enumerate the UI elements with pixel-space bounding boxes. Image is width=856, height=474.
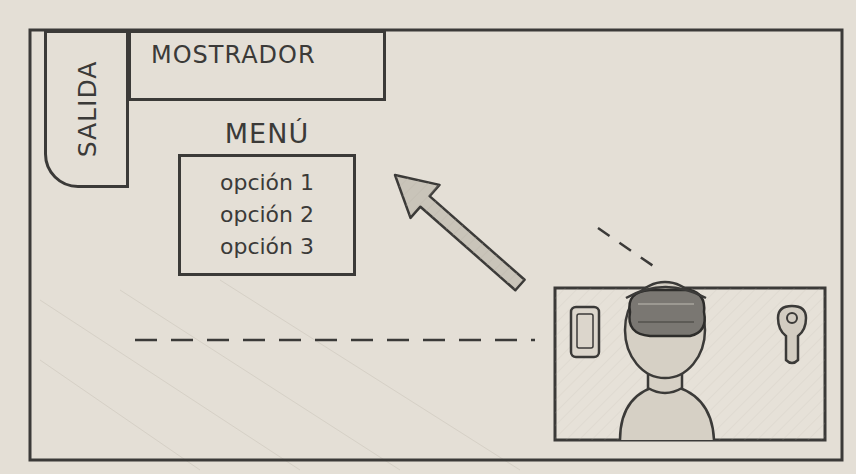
menu-group: MENÚ opción 1opción 2opción 3 bbox=[176, 116, 358, 277]
menu-box: opción 1opción 2opción 3 bbox=[178, 154, 356, 276]
dashed-line bbox=[135, 339, 535, 342]
outer-border bbox=[30, 30, 842, 460]
menu-option: opción 3 bbox=[181, 231, 353, 263]
counter-label: MOSTRADOR bbox=[131, 33, 383, 69]
menu-heading: MENÚ bbox=[176, 118, 358, 149]
menu-option: opción 1 bbox=[181, 167, 353, 199]
menu-option: opción 2 bbox=[181, 199, 353, 231]
direction-arrow bbox=[395, 175, 525, 290]
sight-line bbox=[598, 228, 662, 272]
exit-tab: SALIDA bbox=[44, 30, 129, 188]
exit-label: SALIDA bbox=[72, 61, 101, 158]
vr-user-illustration bbox=[555, 282, 825, 440]
counter-box: MOSTRADOR bbox=[128, 30, 386, 101]
